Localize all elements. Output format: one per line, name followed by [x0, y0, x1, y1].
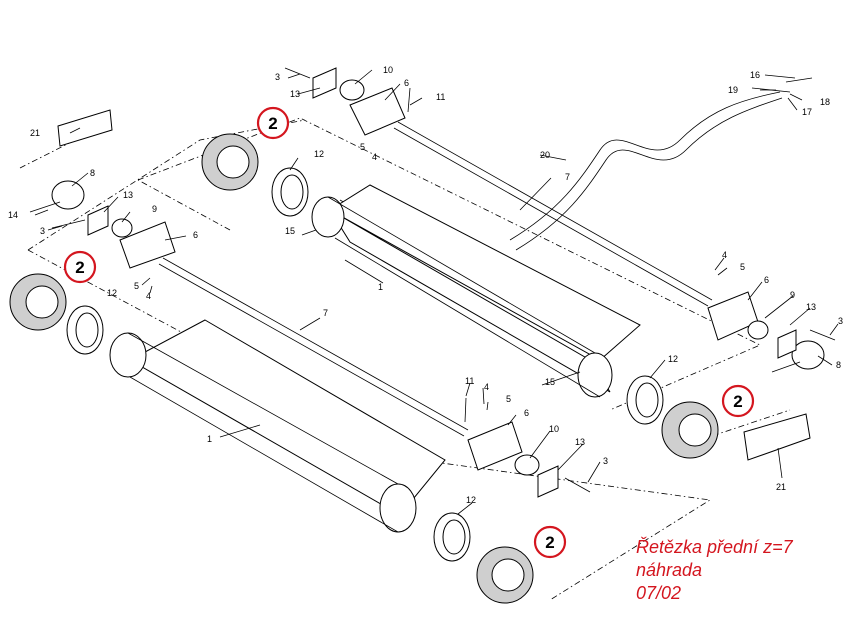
part-label-10: 10	[383, 65, 393, 75]
lower-roller	[109, 319, 446, 533]
part-label-15: 15	[285, 226, 295, 236]
bolt-left-2	[51, 219, 86, 229]
part-label-15: 15	[545, 377, 555, 387]
part-label-6: 6	[404, 78, 409, 88]
part-label-19: 19	[728, 85, 738, 95]
bearing-bottom	[514, 454, 540, 476]
sprocket-upper-left	[201, 133, 259, 191]
bolt-top	[284, 67, 311, 79]
svg-text:2: 2	[545, 533, 554, 552]
pin-top	[407, 87, 411, 113]
part-label-11: 11	[465, 376, 474, 386]
part-label-1: 1	[207, 434, 212, 444]
callout-sprocket-left: 2	[63, 250, 97, 284]
part-label-5: 5	[360, 142, 365, 152]
part-label-6: 6	[764, 275, 769, 285]
sprocket-lower-left	[9, 273, 67, 331]
part-label-13: 13	[575, 437, 585, 447]
part-label-12: 12	[314, 149, 324, 159]
part-label-4: 4	[372, 152, 377, 162]
plate-left	[87, 205, 109, 236]
plate-top	[312, 67, 337, 99]
part-label-4: 4	[722, 250, 727, 260]
bearing-housing-left	[119, 221, 176, 269]
part-label-5: 5	[506, 394, 511, 404]
part-label-3: 3	[838, 316, 843, 326]
cap-left	[51, 180, 85, 210]
sprocket-right	[661, 401, 719, 459]
plate-bottom	[537, 465, 559, 498]
bearing-left	[111, 218, 133, 238]
part-label-1: 1	[378, 282, 383, 292]
bearing-right	[747, 320, 769, 340]
bolt-right-2	[771, 361, 801, 373]
note-line-2: náhrada	[636, 560, 703, 580]
part-label-8: 8	[90, 168, 95, 178]
part-label-17: 17	[802, 107, 812, 117]
part-label-9: 9	[152, 204, 157, 214]
note-line-3: 07/02	[636, 583, 682, 603]
part-label-3: 3	[275, 72, 280, 82]
bearing-housing-top	[349, 87, 406, 136]
part-label-3: 3	[603, 456, 608, 466]
part-label-6: 6	[193, 230, 198, 240]
bolt-right	[809, 329, 836, 341]
part-label-10: 10	[549, 424, 559, 434]
part-label-12: 12	[668, 354, 678, 364]
bushing-upper	[271, 167, 309, 217]
part-label-12: 12	[107, 288, 117, 298]
bushing-lower	[433, 512, 471, 562]
sprocket-lower	[476, 546, 534, 604]
replacement-note: Řetězka přední z=7 náhrada 07/02	[636, 536, 793, 605]
svg-text:2: 2	[733, 392, 742, 411]
part-label-9: 9	[790, 290, 795, 300]
plate-right	[777, 329, 797, 359]
part-label-4: 4	[146, 291, 151, 301]
cover-plate-right	[743, 413, 811, 461]
cap-right	[791, 340, 825, 370]
bearing-top	[339, 79, 365, 101]
bushing-right	[626, 375, 664, 425]
lower-shaft	[158, 257, 469, 437]
svg-text:2: 2	[75, 258, 84, 277]
part-label-13: 13	[290, 89, 300, 99]
bearing-housing-bottom	[467, 421, 523, 471]
bolt-left	[29, 201, 61, 213]
part-label-13: 13	[123, 190, 133, 200]
part-label-20: 20	[540, 150, 550, 160]
bolt-bottom	[564, 477, 591, 493]
hydraulic-tube	[509, 91, 783, 251]
part-label-13: 13	[806, 302, 816, 312]
callout-sprocket-lower: 2	[533, 525, 567, 559]
part-label-21: 21	[30, 128, 40, 138]
part-label-4: 4	[484, 382, 489, 392]
part-label-5: 5	[740, 262, 745, 272]
part-label-12: 12	[466, 495, 476, 505]
part-label-3: 3	[40, 226, 45, 236]
part-label-8: 8	[836, 360, 841, 370]
callout-sprocket-right: 2	[721, 384, 755, 418]
part-label-14: 14	[8, 210, 18, 220]
part-label-18: 18	[820, 97, 830, 107]
cover-plate-left	[57, 109, 113, 147]
svg-text:2: 2	[268, 114, 277, 133]
part-label-16: 16	[750, 70, 760, 80]
pin-bottom	[464, 397, 467, 423]
bushing-lower-left	[66, 305, 104, 355]
part-label-11: 11	[436, 92, 445, 102]
part-label-7: 7	[323, 308, 328, 318]
leader-lines	[34, 69, 839, 515]
part-label-5: 5	[134, 281, 139, 291]
part-label-7: 7	[565, 172, 570, 182]
part-label-21: 21	[776, 482, 786, 492]
callout-sprocket-upper: 2	[256, 106, 290, 140]
upper-roller	[311, 184, 641, 398]
upper-shaft	[393, 121, 713, 307]
note-line-1: Řetězka přední z=7	[636, 537, 793, 557]
part-label-6: 6	[524, 408, 529, 418]
